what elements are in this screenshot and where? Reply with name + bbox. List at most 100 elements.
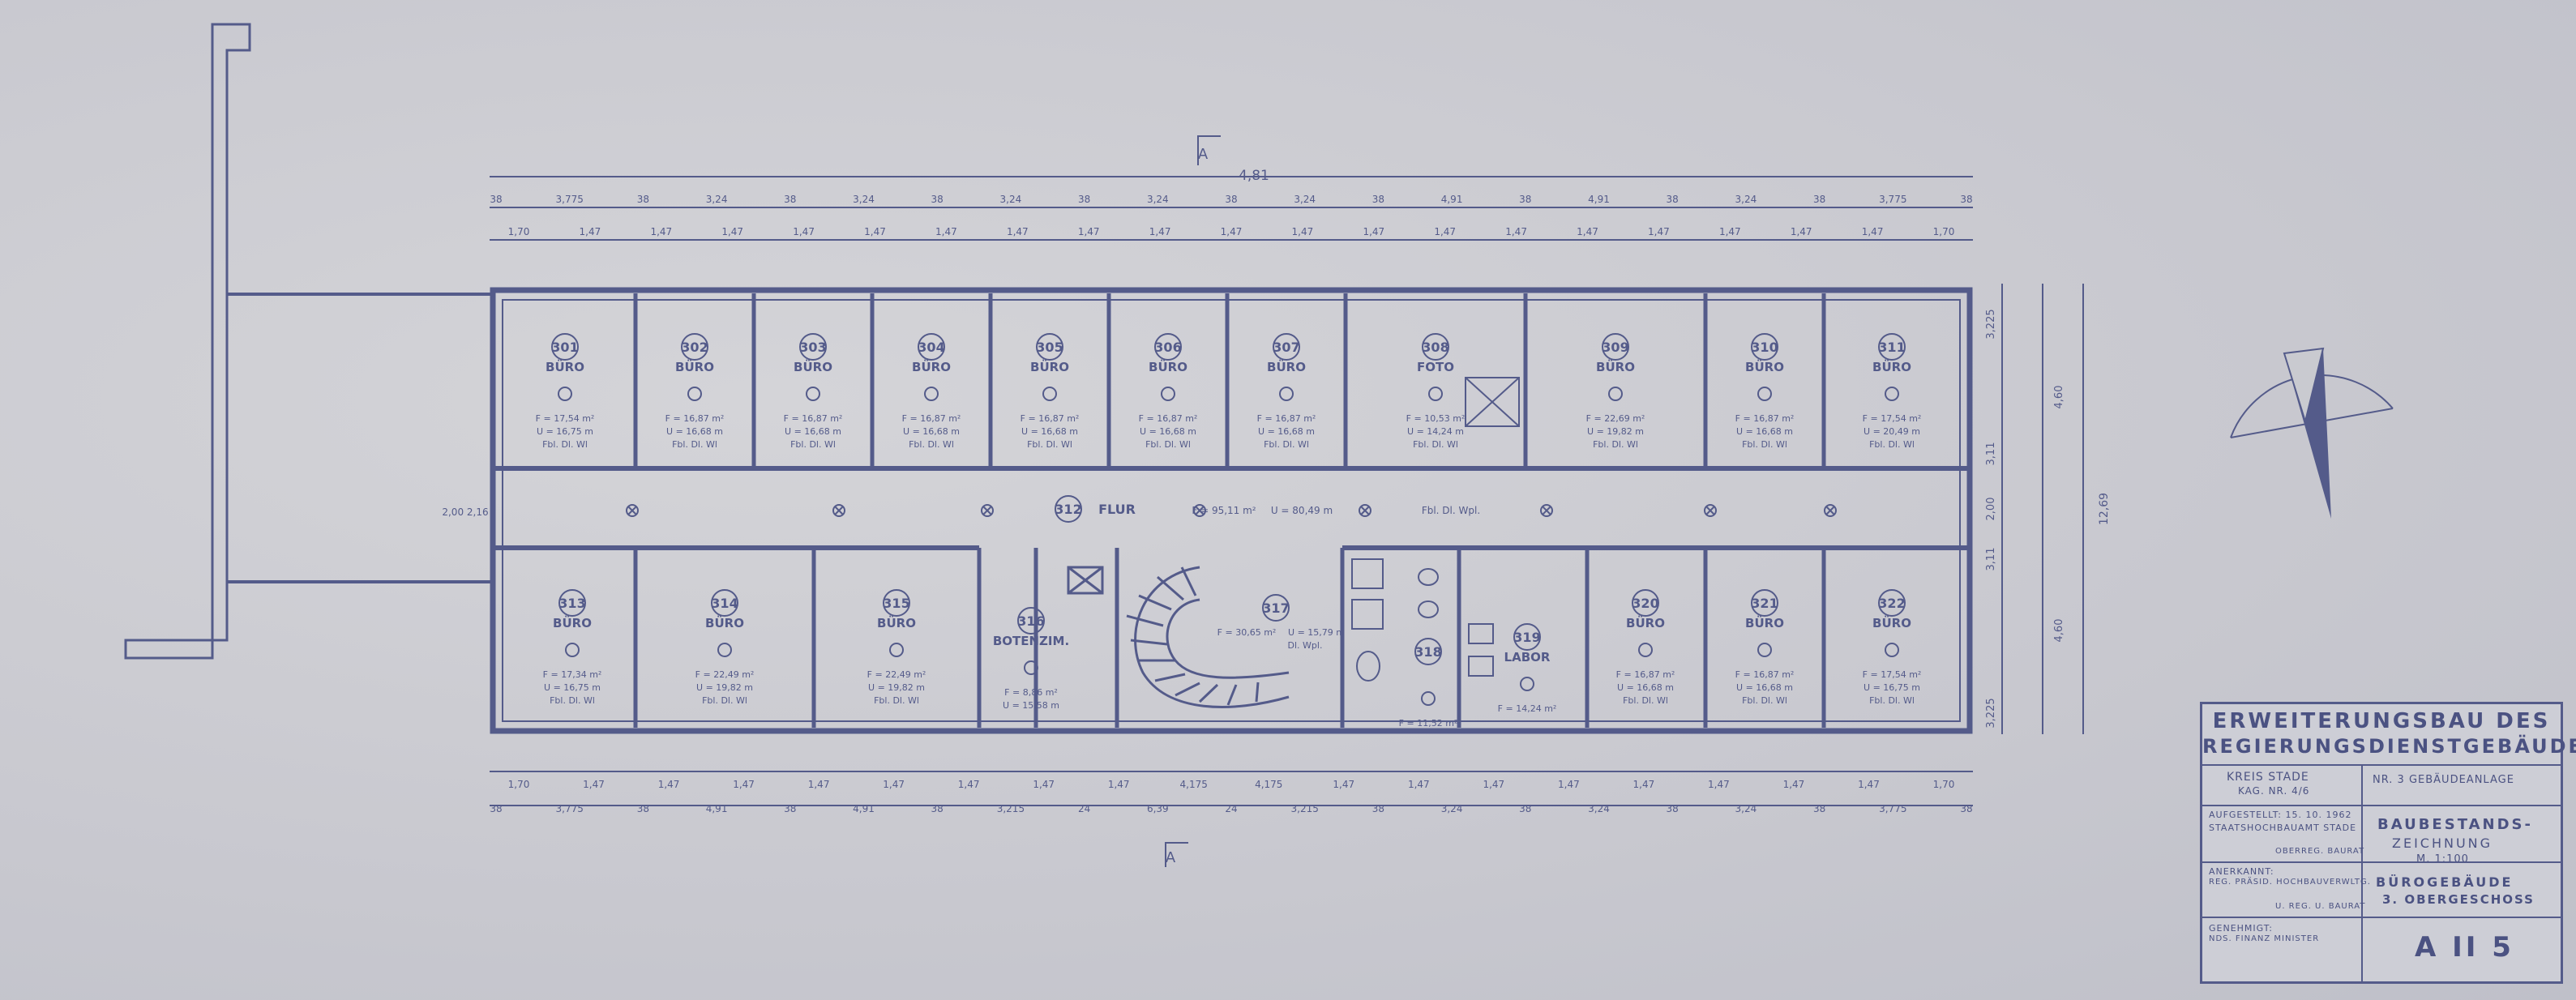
room-area: F = 11,52 m² bbox=[1399, 718, 1458, 729]
signature-2: U. REG. U. BAURAT bbox=[2275, 902, 2366, 911]
light-symbol bbox=[687, 387, 702, 401]
room-floor: Fbl. Dl. Wl bbox=[550, 695, 595, 706]
room-perimeter: U = 16,68 m bbox=[903, 426, 960, 437]
dim-top-outer: 38 bbox=[1813, 194, 1825, 205]
staircase-area: F = 30,65 m² bbox=[1217, 627, 1277, 638]
dim-bottom-inner: 4,175 bbox=[1180, 779, 1208, 790]
dim-bottom-outer: 3,775 bbox=[1879, 803, 1906, 814]
dim-bottom-inner: 1,47 bbox=[1483, 779, 1504, 790]
room-label: BÜRO bbox=[1626, 615, 1665, 630]
room-number: 319 bbox=[1513, 630, 1540, 645]
title-block: ERWEITERUNGSBAU DES REGIERUNGSDIENSTGEBÄ… bbox=[2200, 702, 2576, 984]
dim-right: 3,225 bbox=[1985, 698, 1997, 728]
title-line-2: REGIERUNGSDIENSTGEBÄUDES bbox=[2202, 735, 2576, 758]
room-number-circle bbox=[1154, 333, 1182, 361]
room-floor: Fbl. Dl. Wl bbox=[1623, 695, 1668, 706]
corridor-floor: Fbl. Dl. Wpl. bbox=[1422, 505, 1480, 516]
dim-bottom-outer: 3,215 bbox=[1291, 803, 1319, 814]
room-number: 301 bbox=[551, 340, 578, 355]
dim-bottom-outer: 3,215 bbox=[997, 803, 1025, 814]
room-label: BÜRO bbox=[705, 615, 744, 630]
dim-top-inner: 1,47 bbox=[793, 226, 815, 237]
dim-top-outer: 38 bbox=[1372, 194, 1384, 205]
room-number-circle bbox=[1632, 589, 1659, 617]
room-number: 316 bbox=[1017, 613, 1044, 629]
bottom-partitions bbox=[633, 548, 1826, 728]
north-arrow bbox=[2230, 347, 2394, 519]
room-number-circle bbox=[551, 333, 579, 361]
dim-top-inner: 1,47 bbox=[864, 226, 886, 237]
corridor-area: F = 95,11 m² bbox=[1192, 505, 1256, 516]
room-floor: Fbl. Dl. Wl bbox=[1869, 695, 1915, 706]
dim-top-inner: 1,47 bbox=[650, 226, 672, 237]
dim-bottom-inner: 1,47 bbox=[1408, 779, 1430, 790]
district: KREIS STADE bbox=[2227, 771, 2309, 784]
room-label: BÜRO bbox=[1872, 359, 1911, 374]
dim-top-inner: 1,47 bbox=[580, 226, 601, 237]
room-number: 315 bbox=[883, 596, 909, 611]
dim-bottom-inner: 1,47 bbox=[958, 779, 980, 790]
parcel: KAG. NR. 4/6 bbox=[2238, 785, 2310, 797]
approved: GENEHMIGT: bbox=[2209, 923, 2274, 934]
dim-top-outer: 3,775 bbox=[1879, 194, 1906, 205]
room-perimeter: U = 20,49 m bbox=[1864, 426, 1920, 437]
dim-bottom-outer: 38 bbox=[1960, 803, 1972, 814]
light-symbol bbox=[1520, 677, 1534, 691]
room-number-circle bbox=[711, 589, 738, 617]
staircase-number-circle bbox=[1262, 594, 1290, 622]
dim-bottom-inner: 1,47 bbox=[1558, 779, 1580, 790]
title-line-1: ERWEITERUNGSBAU DES bbox=[2212, 709, 2551, 733]
room-area: F = 17,34 m² bbox=[543, 669, 602, 680]
dim-bottom-outer: 3,24 bbox=[1735, 803, 1757, 814]
room-floor: Fbl. Dl. Wl bbox=[672, 439, 717, 450]
room-area: F = 22,69 m² bbox=[1586, 413, 1645, 424]
dim-top-inner: 1,70 bbox=[1933, 226, 1955, 237]
dim-right-total: 12,69 bbox=[2098, 493, 2111, 525]
room-number: 306 bbox=[1154, 340, 1181, 355]
room-area: F = 10,53 m² bbox=[1406, 413, 1466, 424]
room-floor: Fbl. Dl. Wl bbox=[909, 439, 954, 450]
room-number: 311 bbox=[1878, 340, 1905, 355]
room-number-circle bbox=[1751, 333, 1778, 361]
room-number-circle bbox=[681, 333, 708, 361]
corridor-perimeter: U = 80,49 m bbox=[1271, 505, 1333, 516]
dim-top-inner: 1,47 bbox=[935, 226, 957, 237]
room-floor: Fbl. Dl. Wl bbox=[874, 695, 919, 706]
dim-right: 4,60 bbox=[2053, 619, 2065, 643]
room-perimeter: U = 16,68 m bbox=[785, 426, 841, 437]
dim-bottom-inner: 1,47 bbox=[1708, 779, 1730, 790]
room-number: 309 bbox=[1602, 340, 1628, 355]
room-number-circle bbox=[1036, 333, 1063, 361]
room-number: 302 bbox=[681, 340, 708, 355]
dim-top-inner: 1,47 bbox=[1577, 226, 1598, 237]
room-area: F = 17,54 m² bbox=[1863, 413, 1922, 424]
dim-top-inner: 1,47 bbox=[1221, 226, 1243, 237]
room-number: 307 bbox=[1273, 340, 1299, 355]
dim-bottom-outer: 4,91 bbox=[706, 803, 728, 814]
room-area: F = 22,49 m² bbox=[695, 669, 755, 680]
dim-bottom-outer: 24 bbox=[1225, 803, 1237, 814]
room-perimeter: U = 19,82 m bbox=[696, 682, 753, 693]
dim-bottom-inner: 1,47 bbox=[1783, 779, 1805, 790]
light-symbol bbox=[806, 387, 820, 401]
room-label: LABOR bbox=[1504, 650, 1551, 665]
dim-right: 3,225 bbox=[1985, 309, 1997, 339]
room-floor: Fbl. Dl. Wl bbox=[1742, 439, 1787, 450]
light-symbol bbox=[1638, 643, 1653, 657]
dim-bottom-inner: 1,47 bbox=[733, 779, 755, 790]
dim-bottom-outer: 38 bbox=[931, 803, 944, 814]
dim-top-outer: 38 bbox=[1960, 194, 1972, 205]
dim-bottom-inner: 1,47 bbox=[1333, 779, 1354, 790]
room-number-circle bbox=[1513, 623, 1541, 651]
room-area: F = 16,87 m² bbox=[1735, 669, 1795, 680]
room-number: 313 bbox=[558, 596, 585, 611]
room-area: F = 16,87 m² bbox=[902, 413, 961, 424]
dim-bottom-outer: 38 bbox=[1813, 803, 1825, 814]
dim-top-outer: 38 bbox=[490, 194, 502, 205]
dim-bottom-inner: 1,70 bbox=[508, 779, 530, 790]
room-number-circle bbox=[1414, 638, 1442, 665]
light-symbol bbox=[889, 643, 904, 657]
room-label: BÜRO bbox=[1030, 359, 1069, 374]
light-symbol bbox=[717, 643, 732, 657]
light-symbol bbox=[924, 387, 939, 401]
